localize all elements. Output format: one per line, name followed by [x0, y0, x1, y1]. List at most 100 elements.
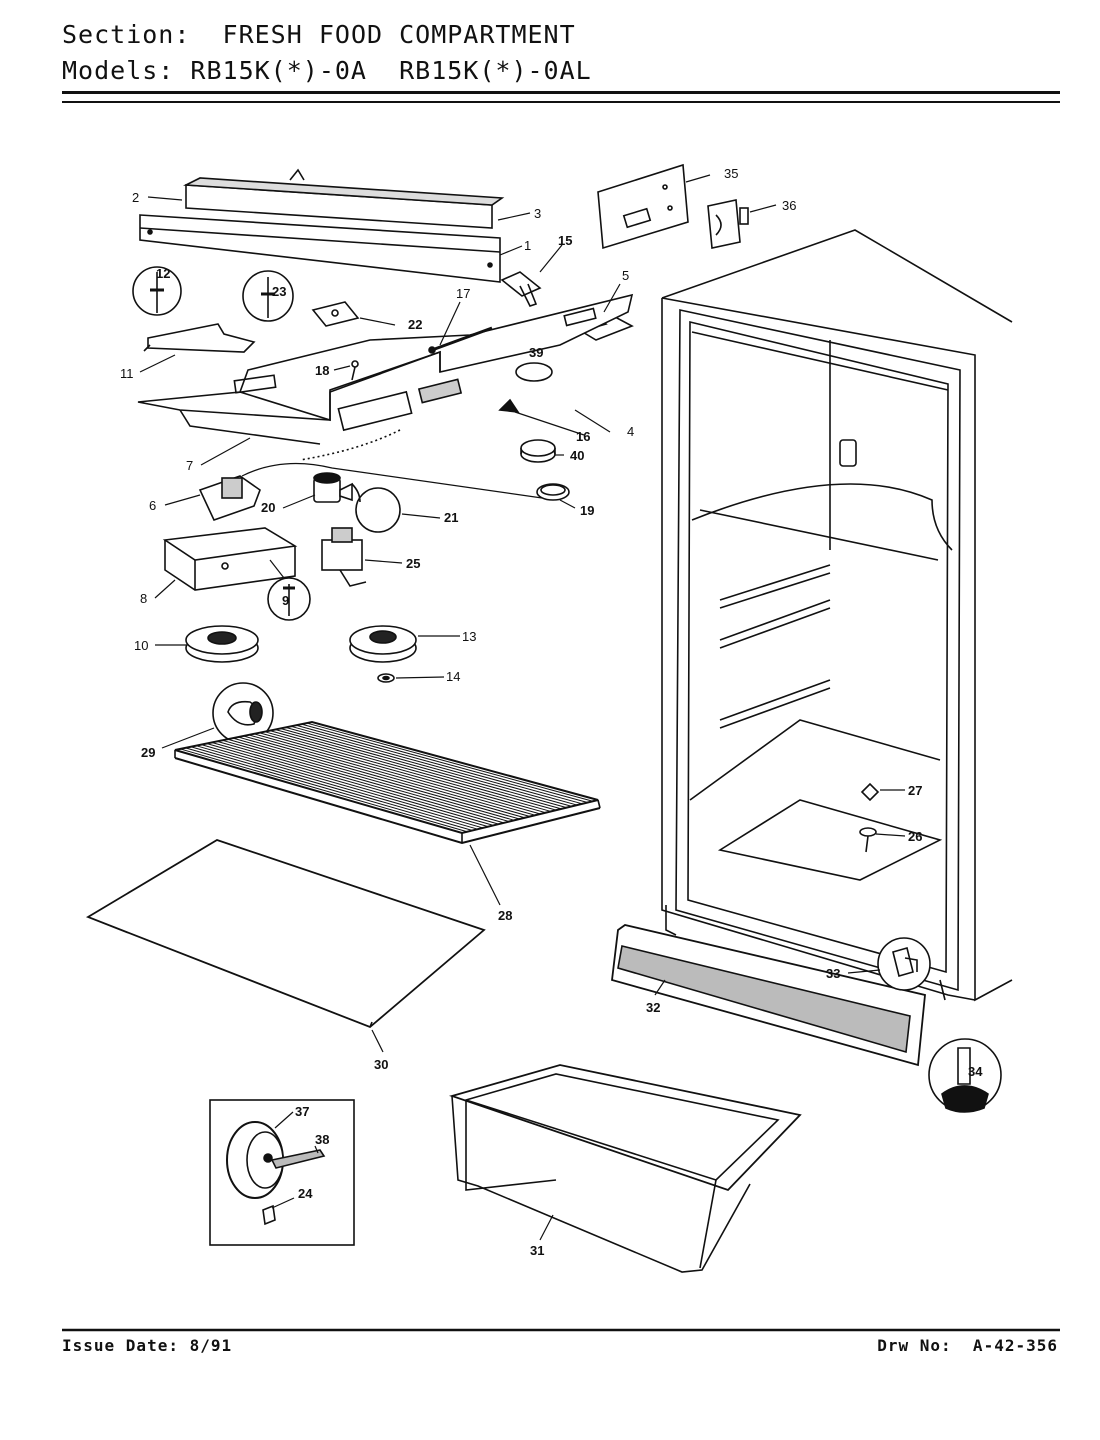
part-label-20: 20	[261, 500, 275, 515]
clip-16	[498, 398, 520, 413]
shelf-wire	[206, 743, 494, 826]
part-label-23: 23	[272, 284, 286, 299]
part-label-7: 7	[186, 458, 193, 473]
refrigerator-cabinet	[661, 229, 1013, 1002]
shelf-wire	[185, 747, 473, 831]
part-label-30: 30	[374, 1057, 388, 1072]
screw-detail-23	[242, 270, 294, 322]
part-label-1: 1	[524, 238, 531, 253]
toe-grille-32	[611, 924, 926, 1067]
shelf-wire	[227, 738, 515, 821]
shelf-wire	[253, 733, 541, 815]
bracket-22	[311, 301, 360, 327]
switch-15	[500, 271, 542, 307]
part-label-39: 39	[529, 345, 543, 360]
shelf-wire	[269, 730, 557, 811]
part-label-3: 3	[534, 206, 541, 221]
part-label-32: 32	[646, 1000, 660, 1015]
thermostat-6	[198, 462, 543, 521]
leader-lines	[139, 174, 906, 1241]
part-label-29: 29	[141, 745, 155, 760]
part-label-33: 33	[826, 966, 840, 981]
part-label-16: 16	[576, 429, 590, 444]
models-title: Models: RB15K(*)-0A RB15K(*)-0AL	[62, 56, 592, 85]
shelf-wire	[201, 744, 489, 828]
bracket-11	[143, 323, 256, 353]
part-label-8: 8	[140, 591, 147, 606]
part-label-2: 2	[132, 190, 139, 205]
clip-36	[707, 199, 749, 249]
part-number-labels: 2 3 1 35 36 15 5 12 23 17 22 39 11 18 4 …	[120, 166, 983, 1258]
shelf-wire	[259, 732, 546, 814]
wheel-detail-box	[209, 1099, 355, 1246]
section-value: FRESH FOOD COMPARTMENT	[222, 20, 576, 49]
screw-18	[351, 360, 359, 381]
screw-detail-9	[267, 577, 311, 621]
ring-19	[536, 483, 570, 501]
shelf-wire	[190, 746, 478, 830]
part-label-35: 35	[724, 166, 738, 181]
wire-shelf-28	[174, 720, 601, 845]
shelf-wire	[232, 737, 520, 820]
part-label-34: 34	[968, 1064, 983, 1079]
mounting-bracket-8	[162, 527, 298, 591]
shelf-wire	[285, 726, 572, 807]
part-label-25: 25	[406, 556, 420, 571]
glass-shelf-30	[85, 839, 486, 1029]
shelf-wires	[180, 722, 593, 833]
shelf-wire	[301, 723, 588, 804]
models-value: RB15K(*)-0A RB15K(*)-0AL	[190, 56, 592, 85]
part-label-31: 31	[530, 1243, 544, 1258]
wire-17	[428, 326, 493, 354]
shelf-wire	[296, 724, 583, 805]
shelf-wire	[180, 748, 468, 833]
part-label-6: 6	[149, 498, 156, 513]
part-label-9: 9	[282, 593, 289, 608]
shelf-wire	[290, 725, 578, 806]
part-label-40: 40	[570, 448, 584, 463]
shelf-wire	[280, 727, 567, 809]
header-rule-top	[62, 91, 1060, 94]
shelf-wire	[264, 731, 552, 812]
hinge-detail-33	[877, 937, 931, 991]
top-rail-assembly	[139, 168, 505, 283]
control-tray-4	[137, 293, 634, 461]
screw-detail-12	[132, 266, 182, 316]
part-label-15: 15	[558, 233, 572, 248]
light-bulb-21	[339, 482, 401, 533]
clip-27	[860, 782, 880, 802]
part-label-22: 22	[408, 317, 422, 332]
issue-date: Issue Date: 8/91	[62, 1336, 233, 1355]
washer-14	[377, 673, 395, 683]
part-label-13: 13	[462, 629, 476, 644]
shelf-wire	[248, 734, 536, 816]
header-rule-bottom	[62, 101, 1060, 103]
part-label-24: 24	[298, 1186, 313, 1201]
part-label-10: 10	[134, 638, 148, 653]
part-label-17: 17	[456, 286, 470, 301]
part-label-26: 26	[908, 829, 922, 844]
part-label-38: 38	[315, 1132, 329, 1147]
part-label-4: 4	[627, 424, 634, 439]
shelf-wire	[238, 736, 525, 819]
part-label-37: 37	[295, 1104, 309, 1119]
drawing-number: Drw No: A-42-356	[877, 1336, 1058, 1355]
mounting-plate-35	[597, 163, 689, 250]
part-label-12: 12	[156, 266, 170, 281]
part-label-11: 11	[120, 366, 134, 381]
part-label-5: 5	[622, 268, 629, 283]
relay-25	[321, 527, 367, 587]
shelf-cap-detail-29	[212, 682, 274, 744]
shelf-wire	[222, 739, 510, 823]
section-label: Section:	[62, 20, 191, 49]
part-label-27: 27	[908, 783, 922, 798]
shelf-wire	[195, 745, 484, 829]
part-label-21: 21	[444, 510, 458, 525]
knob-40	[520, 439, 556, 463]
part-label-14: 14	[446, 669, 460, 684]
shelf-wire	[306, 722, 593, 802]
leveling-leg-detail-34	[928, 1038, 1002, 1113]
crisper-drawer-31	[448, 1064, 802, 1273]
dial-13	[349, 625, 417, 663]
